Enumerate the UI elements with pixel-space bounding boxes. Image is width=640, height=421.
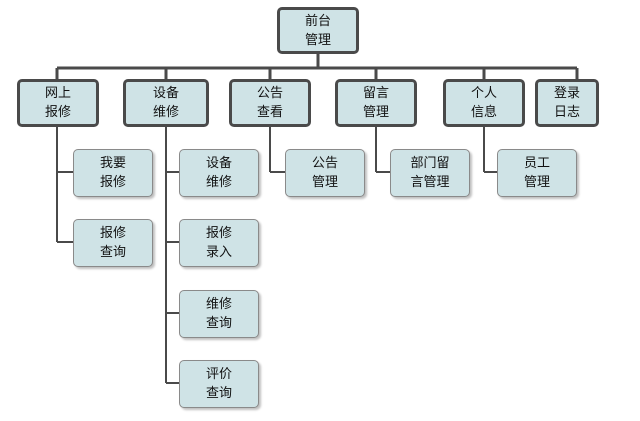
node-label-line2: 信息 bbox=[470, 105, 497, 120]
node-label-line2: 管理 bbox=[304, 32, 331, 48]
node-label-line1: 公告 bbox=[256, 86, 283, 101]
module-node-denglu: 登录 日志 bbox=[535, 79, 599, 127]
node-label-line2: 维修 bbox=[152, 105, 179, 120]
module-node-wangshang: 网上 报修 bbox=[17, 79, 99, 127]
node-label-line1: 设备 bbox=[152, 86, 179, 101]
child-node-yuangong-guanli: 员工 管理 bbox=[497, 149, 577, 197]
module-node-geren: 个人 信息 bbox=[443, 79, 525, 127]
child-node-shebei-weixiu: 设备 维修 bbox=[179, 149, 259, 197]
child-node-weixiu-chaxun: 维修 查询 bbox=[179, 290, 259, 338]
node-label-line2: 管理 bbox=[311, 175, 338, 190]
node-label-line2: 日志 bbox=[553, 105, 580, 120]
node-label-line2: 录入 bbox=[205, 245, 232, 260]
child-node-baoxiu-luru: 报修 录入 bbox=[179, 219, 259, 267]
node-label-line2: 报修 bbox=[44, 105, 71, 120]
node-label-line1: 维修 bbox=[205, 297, 232, 312]
child-node-woyao-baoxiu: 我要 报修 bbox=[73, 149, 153, 197]
node-label-line2: 查询 bbox=[99, 245, 126, 260]
node-label-line2: 查询 bbox=[205, 316, 232, 331]
node-label-line1: 报修 bbox=[205, 226, 232, 241]
child-node-bumen-liuyan-guanli: 部门留 言管理 bbox=[390, 149, 470, 197]
node-label-line2: 报修 bbox=[99, 175, 126, 190]
node-label-line1: 网上 bbox=[44, 86, 71, 101]
node-label-line1: 个人 bbox=[470, 86, 497, 101]
node-label-line2: 管理 bbox=[362, 105, 389, 120]
child-node-gonggao-guanli: 公告 管理 bbox=[285, 149, 365, 197]
node-label-line1: 留言 bbox=[362, 86, 389, 101]
module-node-liuyan: 留言 管理 bbox=[335, 79, 417, 127]
node-label-line2: 言管理 bbox=[410, 175, 450, 190]
node-label-line1: 部门留 bbox=[410, 156, 450, 171]
node-label-line1: 报修 bbox=[99, 226, 126, 241]
node-label-line1: 我要 bbox=[99, 156, 126, 171]
node-label-line1: 登录 bbox=[553, 86, 580, 101]
node-label-line1: 前台 bbox=[304, 13, 331, 29]
child-node-baoxiu-chaxun: 报修 查询 bbox=[73, 219, 153, 267]
node-label-line2: 查看 bbox=[256, 105, 283, 120]
root-node: 前台 管理 bbox=[277, 7, 359, 54]
node-label-line2: 维修 bbox=[205, 175, 232, 190]
node-label-line2: 查询 bbox=[205, 386, 232, 401]
node-label-line1: 员工 bbox=[523, 156, 550, 171]
node-label-line1: 设备 bbox=[205, 156, 232, 171]
module-node-shebei: 设备 维修 bbox=[123, 79, 209, 127]
child-node-pingjia-chaxun: 评价 查询 bbox=[179, 360, 259, 408]
node-label-line1: 公告 bbox=[311, 156, 338, 171]
node-label-line2: 管理 bbox=[523, 175, 550, 190]
module-node-gonggao: 公告 查看 bbox=[229, 79, 311, 127]
node-label-line1: 评价 bbox=[205, 367, 232, 382]
